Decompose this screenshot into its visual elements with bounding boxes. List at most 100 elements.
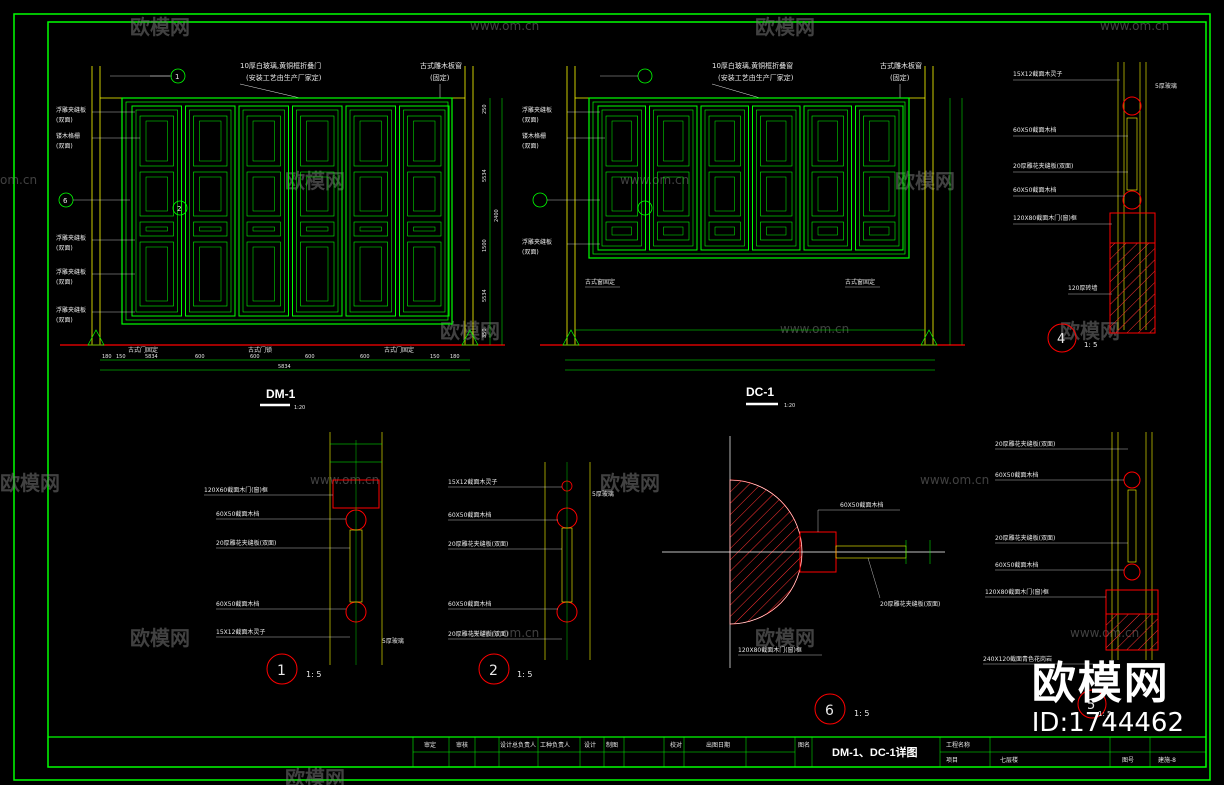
outer-border [13,13,1211,781]
svg-text:120X80截面木门(窗)框: 120X80截面木门(窗)框 [985,588,1049,596]
svg-text:出图日期: 出图日期 [706,741,730,749]
svg-text:1: 1 [277,663,286,679]
svg-text:欧模网: 欧模网 [285,766,345,785]
svg-text:1: 1 [175,73,179,81]
svg-text:欧模网: 欧模网 [600,471,660,495]
svg-text:(双面): (双面) [56,245,73,252]
svg-text:(双面): (双面) [56,117,73,124]
svg-text:浮雕夹缝板: 浮雕夹缝板 [56,268,86,276]
svg-text:www.om.cn: www.om.cn [1100,19,1169,33]
svg-text:(双面): (双面) [522,117,539,124]
svg-text:工程名称: 工程名称 [946,741,970,749]
svg-text:om.cn: om.cn [0,173,37,187]
dc1-panels [597,105,904,251]
svg-text:120X80截面木门(窗)框: 120X80截面木门(窗)框 [1013,214,1077,222]
svg-text:60X50截面木档: 60X50截面木档 [216,600,259,608]
svg-text:20厚雕花夹缝板(双面): 20厚雕花夹缝板(双面) [448,630,508,638]
svg-text:设计: 设计 [584,741,596,749]
svg-text:60X50截面木档: 60X50截面木档 [995,471,1038,479]
lattice-panel [597,105,646,251]
lattice-panel [131,105,182,317]
svg-text:(双面): (双面) [56,317,73,324]
svg-text:5: 5 [1087,698,1095,713]
svg-text:欧模网: 欧模网 [0,471,60,495]
svg-text:项目: 项目 [946,757,958,764]
detail-5: 20厚雕花夹缝板(双面) 60X50截面木档 20厚雕花夹缝板(双面) 60X5… [983,432,1159,719]
svg-text:5厚玻璃: 5厚玻璃 [592,490,614,498]
svg-text:600: 600 [360,354,370,360]
elevation-dm1: 10厚白玻璃,黄铜框折叠门 (安装工艺由生产厂家定) 古式雕木板窗 (固定) 浮… [56,61,505,411]
svg-text:校对: 校对 [670,741,682,749]
dm1-top-label-1: 10厚白玻璃,黄铜框折叠门 [240,61,321,70]
svg-text:1:20: 1:20 [294,405,305,411]
svg-text:浮雕夹缝板: 浮雕夹缝板 [522,238,552,246]
svg-text:欧模网: 欧模网 [440,319,500,343]
svg-text:1:20: 1:20 [784,403,795,409]
detail-4: 15X12截面木灵子 60X50截面木档 20厚雕花夹缝板(双面) 60X50截… [1013,62,1177,353]
svg-text:20厚雕花夹缝板(双面): 20厚雕花夹缝板(双面) [1013,162,1073,170]
elevation-dc1: 10厚白玻璃,黄铜框折叠窗 (安装工艺由生产厂家定) 古式雕木板窗 (固定) 浮… [522,61,965,409]
svg-text:20厚雕花夹缝板(双面): 20厚雕花夹缝板(双面) [995,534,1055,542]
svg-text:古式窗固定: 古式窗固定 [585,278,615,286]
svg-text:10厚白玻璃,黄铜框折叠窗: 10厚白玻璃,黄铜框折叠窗 [712,61,793,70]
svg-text:20厚雕花夹缝板(双面): 20厚雕花夹缝板(双面) [216,539,276,547]
drawing-name: DM-1、DC-1详图 [832,745,918,759]
brand-logo: 欧模网 [1031,658,1170,709]
svg-text:(固定): (固定) [890,73,910,82]
svg-text:4: 4 [1057,332,1065,347]
svg-text:20厚雕花夹缝板(双面): 20厚雕花夹缝板(双面) [995,440,1055,448]
model-id: ID:1744462 [1031,708,1184,738]
lattice-panel [803,105,852,251]
detail-2: 15X12截面木灵子 60X50截面木档 20厚雕花夹缝板(双面) 60X50截… [448,462,614,685]
dc1-title: DC-1 [746,385,774,399]
svg-text:www.om.cn: www.om.cn [470,19,539,33]
lattice-panel [855,105,904,251]
detail-6: 60X50截面木档 20厚雕花夹缝板(双面) 120X80截面木门(窗)框 6 … [662,436,945,725]
svg-text:www.om.cn: www.om.cn [620,173,689,187]
svg-text:古式门固定: 古式门固定 [384,346,414,354]
svg-text:(安装工艺由生产厂家定): (安装工艺由生产厂家定) [718,73,794,82]
svg-text:www.om.cn: www.om.cn [780,322,849,336]
svg-text:60X50截面木档: 60X50截面木档 [840,501,883,509]
svg-text:制图: 制图 [606,741,618,749]
svg-text:欧模网: 欧模网 [755,15,815,39]
svg-text:600: 600 [305,354,315,360]
svg-text:5534: 5534 [482,169,488,182]
svg-text:350: 350 [482,328,488,338]
svg-text:60X50截面木档: 60X50截面木档 [448,511,491,519]
svg-text:浮雕夹缝板: 浮雕夹缝板 [56,106,86,114]
dm1-title: DM-1 [266,387,296,401]
svg-text:240X120截面青色花岗岩: 240X120截面青色花岗岩 [983,655,1052,663]
watermarks: 欧模网 欧模网 欧模网 欧模网 欧模网 欧模网 欧模网 欧模网 欧模网 欧模网 … [0,15,1169,785]
svg-text:欧模网: 欧模网 [130,15,190,39]
svg-text:15X12截面木灵子: 15X12截面木灵子 [1013,70,1062,78]
svg-text:5834: 5834 [145,354,158,360]
svg-text:2400: 2400 [494,209,500,222]
brand-watermark: 欧模网 ID:1744462 [1031,658,1184,739]
svg-text:120厚砖墙: 120厚砖墙 [1068,284,1097,292]
svg-text:工种负责人: 工种负责人 [540,741,570,749]
svg-text:600: 600 [195,354,205,360]
svg-text:古式窗固定: 古式窗固定 [845,278,875,286]
svg-text:镂木格栅: 镂木格栅 [56,132,80,140]
svg-text:www.om.cn: www.om.cn [920,473,989,487]
svg-text:设计总负责人: 设计总负责人 [500,741,536,749]
svg-text:1: 5: 1: 5 [306,670,321,679]
svg-text:www.om.cn: www.om.cn [470,626,539,640]
lattice-panel [292,105,343,317]
svg-text:60X50截面木档: 60X50截面木档 [995,561,1038,569]
detail-1: 120X60截面木门(窗)框 60X50截面木档 20厚雕花夹缝板(双面) 60… [204,432,404,685]
svg-text:20厚雕花夹缝板(双面): 20厚雕花夹缝板(双面) [448,540,508,548]
svg-text:15X12截面木灵子: 15X12截面木灵子 [216,628,265,636]
svg-text:(双面): (双面) [522,249,539,256]
svg-text:180: 180 [450,354,460,360]
lattice-panel [700,105,749,251]
lattice-panel [752,105,801,251]
svg-text:250: 250 [482,104,488,114]
svg-text:(双面): (双面) [56,279,73,286]
svg-text:60X50截面木档: 60X50截面木档 [448,600,491,608]
inner-border [47,21,1207,768]
lattice-panel [399,105,450,317]
svg-text:图号: 图号 [1122,757,1134,764]
